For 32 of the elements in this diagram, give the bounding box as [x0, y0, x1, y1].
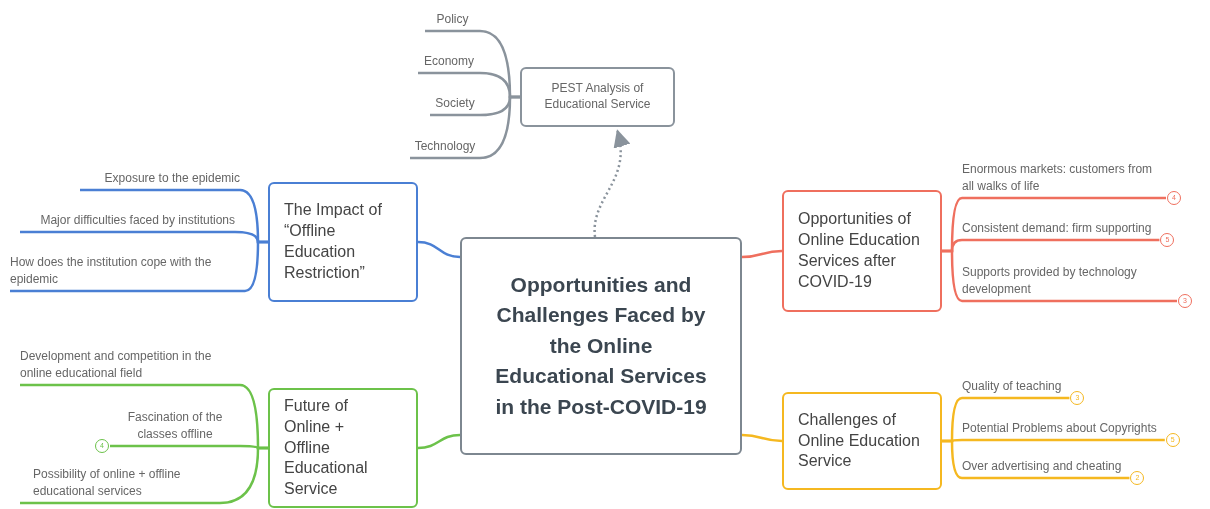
branch-box: The Impact of “Offline Education Restriction”: [268, 182, 418, 302]
subtopic-text: Technology: [410, 132, 480, 160]
subtopic-text: Potential Problems about Copyrights: [962, 419, 1165, 442]
subtopic-text: Quality of teaching: [962, 374, 1070, 400]
topic-box: PEST Analysis of Educational Service: [520, 67, 675, 127]
branch-box: Future of Online + Offline Educational Service: [268, 388, 418, 508]
subtopic-text: Policy: [425, 6, 480, 33]
subtopic-text: Society: [430, 90, 480, 117]
subtopic-text: Over advertising and cheating: [962, 456, 1130, 480]
subtopic-text: Development and competition in the online educational field: [20, 343, 240, 387]
subtopic-text: Fascination of the classes offline: [110, 404, 240, 448]
branch-line: [741, 433, 783, 443]
branch-line: [942, 439, 1130, 480]
subtopic-text: How does the institution cope with the epidemic: [10, 249, 245, 293]
central-topic-box: Opportunities and Challenges Faced by the Online Educational Services in the Post-COVID-19: [460, 237, 742, 455]
branch-box: Challenges of Online Education Service: [782, 392, 942, 490]
subtopic-text: Possibility of online + offline educational services: [20, 462, 220, 505]
branch-line: [410, 95, 520, 160]
subtopic-text: Exposure to the epidemic: [80, 164, 240, 192]
branch-line: [741, 249, 783, 259]
branch-line: [10, 240, 268, 293]
subtopic-text: Supports provided by technology development: [962, 259, 1177, 303]
subtopic-text: Major difficulties faced by institutions: [20, 206, 235, 234]
branch-line: [417, 433, 461, 450]
subtopic-text: Consistent demand: firm supporting: [962, 220, 1160, 242]
branch-line: [417, 240, 461, 259]
subtopic-text: Economy: [418, 48, 480, 75]
branch-box: Opportunities of Online Education Services after COVID-19: [782, 190, 942, 312]
dashed-arrow: [593, 129, 630, 238]
subtopic-text: Enormous markets: customers from all walks of life: [962, 156, 1166, 200]
branch-line: [942, 249, 1177, 303]
branch-line: [20, 446, 268, 505]
